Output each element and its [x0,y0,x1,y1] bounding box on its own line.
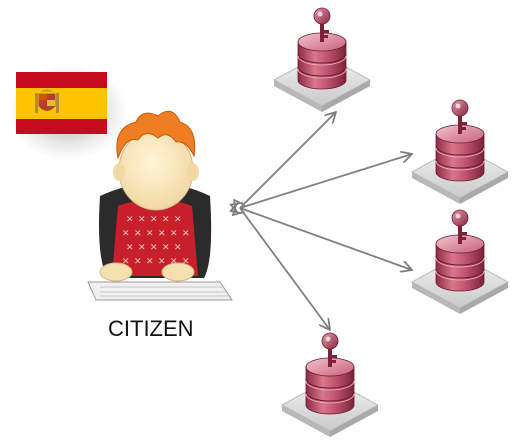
svg-text:✕: ✕ [162,243,170,253]
svg-text:✕: ✕ [122,257,130,267]
svg-text:✕: ✕ [162,215,170,225]
svg-text:✕: ✕ [174,243,182,253]
database-top-icon [273,7,371,113]
coat-of-arms-icon [35,89,59,113]
svg-text:✕: ✕ [182,257,190,267]
svg-text:✕: ✕ [170,229,178,239]
spain-flag-icon [8,64,128,160]
database-right-lower-icon [411,209,509,315]
svg-text:✕: ✕ [146,229,154,239]
database-bottom-icon [281,332,379,438]
svg-text:✕: ✕ [174,215,182,225]
arrow-to-database-right-lower [240,208,412,270]
svg-text:✕: ✕ [158,257,166,267]
arrows [240,112,412,330]
svg-text:✕: ✕ [134,257,142,267]
svg-text:✕: ✕ [134,229,142,239]
citizen-label: CITIZEN [108,316,194,341]
svg-text:✕: ✕ [138,243,146,253]
svg-text:✕: ✕ [122,229,130,239]
svg-text:✕: ✕ [146,257,154,267]
svg-text:✕: ✕ [182,229,190,239]
svg-text:✕: ✕ [150,243,158,253]
svg-text:✕: ✕ [150,215,158,225]
arrow-to-database-bottom [240,208,330,330]
citizen-icon: ✕✕✕✕✕ ✕✕✕✕✕✕ ✕✕✕✕✕ ✕✕✕✕✕✕ [87,110,233,301]
svg-text:✕: ✕ [138,215,146,225]
database-right-upper-icon [411,99,509,205]
svg-text:✕: ✕ [170,257,178,267]
svg-text:✕: ✕ [158,229,166,239]
svg-text:✕: ✕ [126,243,134,253]
svg-text:✕: ✕ [126,215,134,225]
